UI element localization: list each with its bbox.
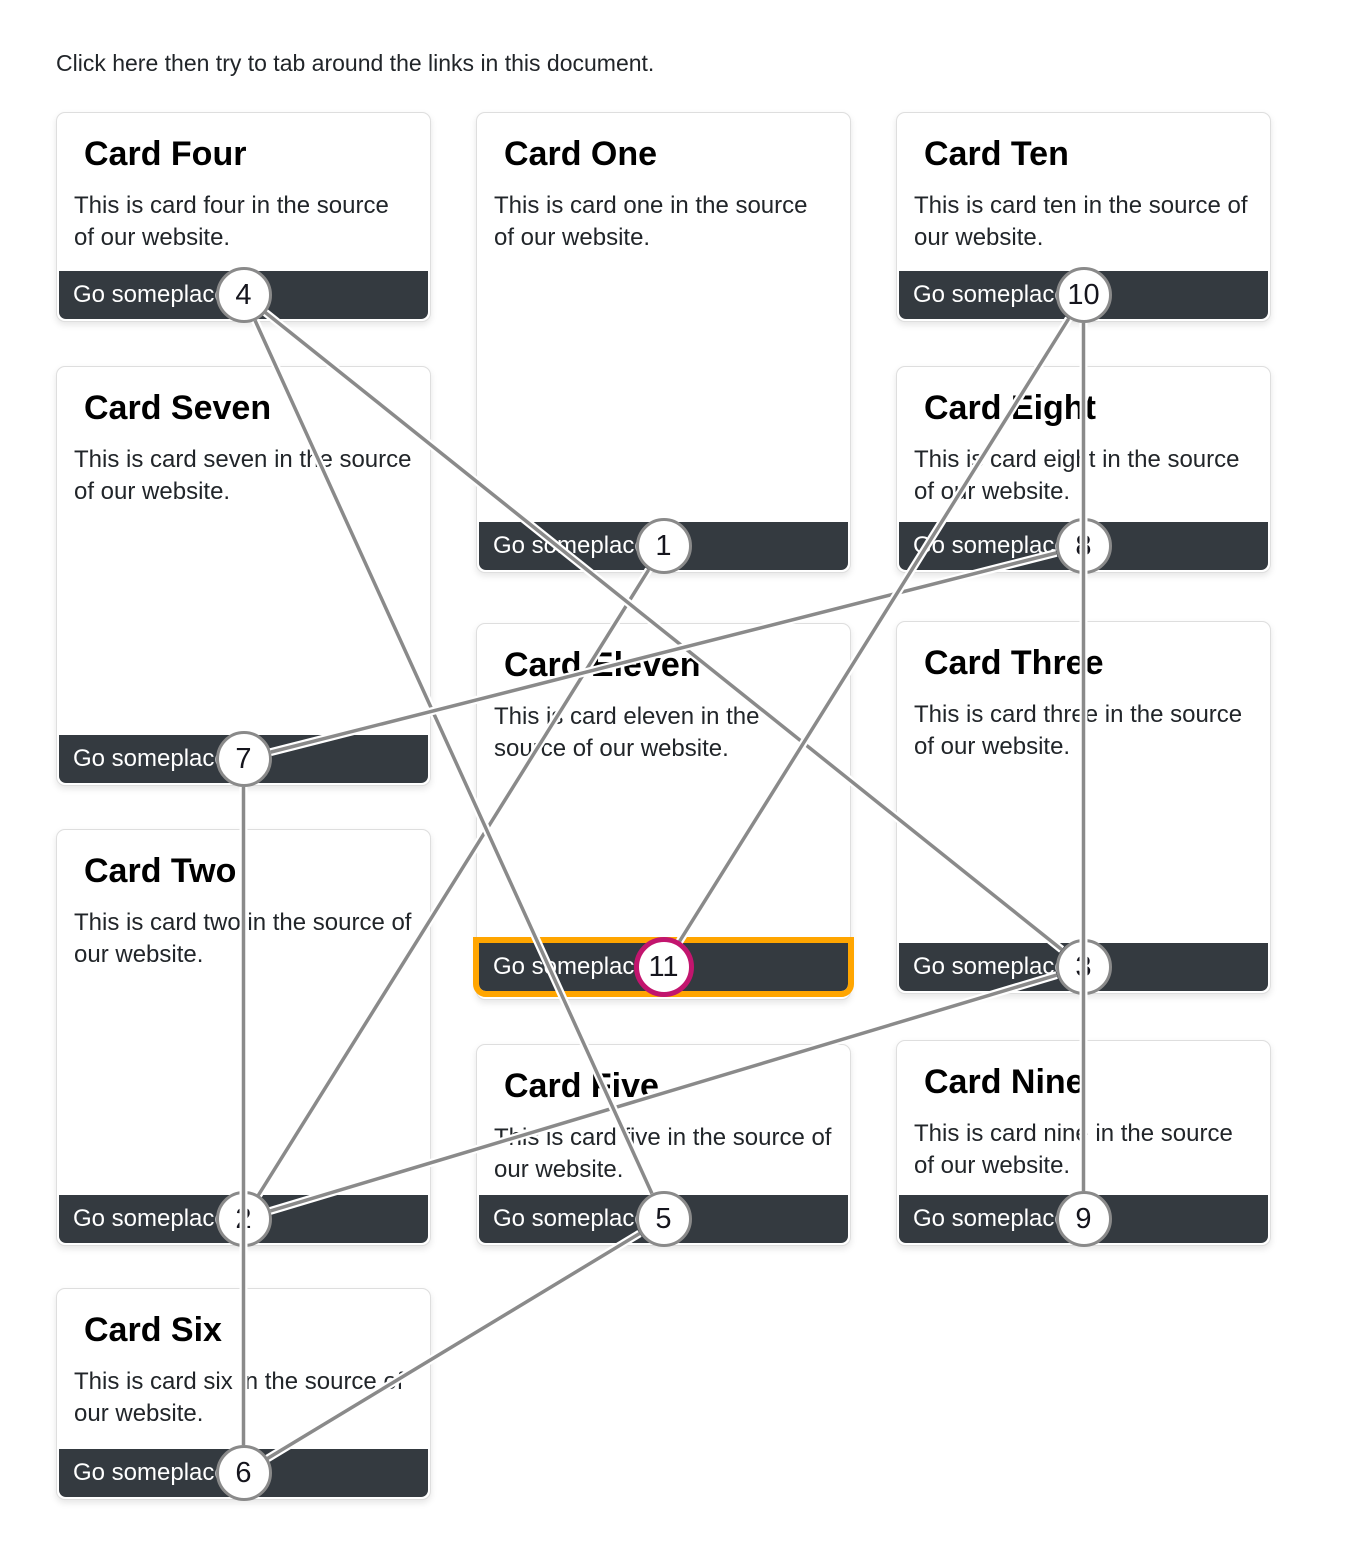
card-four: Card Four This is card four in the sourc… [56,112,431,322]
tab-stop-9: 9 [1055,1191,1112,1247]
tab-stop-11: 11 [633,937,694,997]
tab-stop-1: 1 [635,518,692,574]
card-one-title: Card One [504,135,658,173]
card-one-text: This is card one in the source of our we… [494,192,808,251]
card-one: Card One This is card one in the source … [476,112,851,573]
card-eleven-text: This is card eleven in the source of our… [494,703,760,762]
card-seven-title: Card Seven [84,389,272,427]
card-nine-title: Card Nine [924,1063,1085,1101]
tab-stop-2: 2 [215,1191,272,1247]
card-two: Card Two This is card two in the source … [56,829,431,1246]
tab-stop-7: 7 [215,731,272,787]
card-eight-title: Card Eight [924,389,1096,427]
tab-stop-10: 10 [1055,267,1112,323]
card-six-text: This is card six in the source of our we… [74,1368,404,1427]
card-three-text: This is card three in the source of our … [914,701,1243,760]
card-six-title: Card Six [84,1311,222,1349]
tab-stop-5: 5 [635,1191,692,1247]
tab-stop-8: 8 [1055,518,1112,574]
card-seven-text: This is card seven in the source of our … [74,446,412,505]
card-two-title: Card Two [84,852,237,890]
card-five-title: Card Five [504,1067,659,1105]
card-five-text: This is card five in the source of our w… [494,1124,832,1183]
card-eight-text: This is card eight in the source of our … [914,446,1240,505]
card-three-title: Card Three [924,644,1104,682]
intro-text: Click here then try to tab around the li… [56,50,655,76]
card-two-text: This is card two in the source of our we… [74,909,412,968]
card-nine-text: This is card nine in the source of our w… [914,1120,1233,1179]
card-ten-title: Card Ten [924,135,1069,173]
card-eleven-title: Card Eleven [504,646,701,684]
tab-stop-3: 3 [1055,939,1112,995]
tab-stop-4: 4 [215,267,272,323]
tab-stop-6: 6 [215,1445,272,1501]
card-ten-text: This is card ten in the source of our we… [914,192,1248,251]
card-seven: Card Seven This is card seven in the sou… [56,366,431,786]
card-four-text: This is card four in the source of our w… [74,192,389,251]
card-four-title: Card Four [84,135,247,173]
